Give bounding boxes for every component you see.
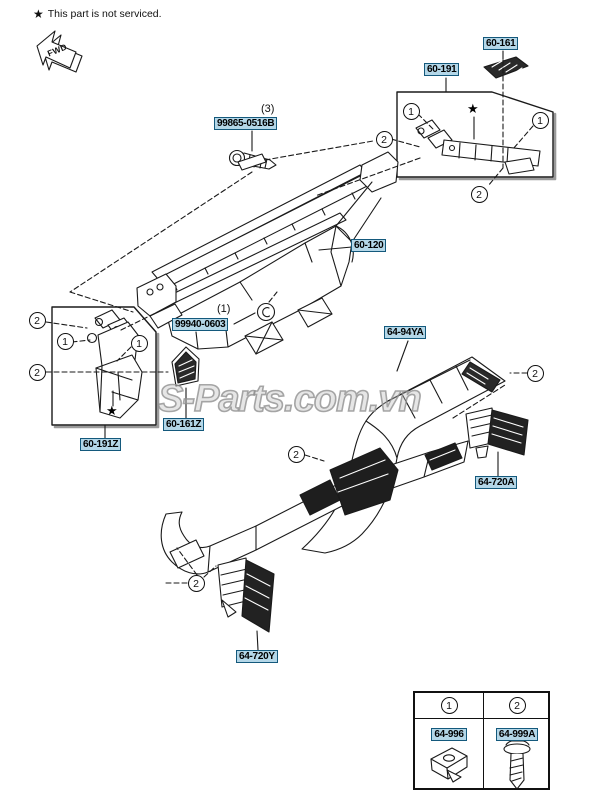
callout-1: 1: [130, 334, 148, 352]
callout-2: 2: [375, 130, 393, 148]
fwd-arrow-icon: [36, 30, 83, 73]
legend-screw-64-999a-drawing: [503, 739, 531, 790]
rear-duct-64-94ya-drawing: [301, 356, 506, 554]
vent-64-720y-drawing: [217, 557, 275, 633]
not-serviced-note: ★This part is not serviced.: [33, 7, 162, 21]
legend-code-1: 64-996: [415, 724, 483, 742]
callout-2: 2: [287, 445, 305, 463]
part-link-60-191[interactable]: 60-191: [424, 63, 460, 76]
callout-1: 1: [531, 111, 549, 129]
callout-2: 2: [187, 574, 205, 592]
legend-header-1: 1: [415, 693, 483, 714]
box-60-191: [396, 91, 557, 181]
box-60-191z: [51, 306, 160, 429]
callout-1: 1: [56, 332, 74, 350]
defroster-duct-drawing: [136, 151, 399, 355]
callout-2: 2: [526, 364, 544, 382]
not-serviced-star: ★: [467, 101, 479, 116]
vent-64-720a-drawing: [465, 407, 529, 459]
qty-1: (1): [217, 303, 231, 315]
grille-60-161-drawing: [483, 56, 529, 79]
legend-table: 1 2 64-996 64-999A: [413, 691, 550, 790]
rear-duct-lower-drawing: [160, 440, 469, 575]
part-link-60-161[interactable]: 60-161: [483, 37, 519, 50]
note-text: This part is not serviced.: [47, 8, 162, 20]
part-link-64-996[interactable]: 64-996: [431, 728, 467, 741]
part-link-64-720y[interactable]: 64-720Y: [236, 650, 278, 663]
part-link-99865-0516b[interactable]: 99865-0516B: [214, 117, 278, 130]
part-link-64-999a[interactable]: 64-999A: [495, 728, 539, 741]
callout-1: 1: [440, 697, 458, 714]
part-link-64-94ya[interactable]: 64-94YA: [384, 326, 427, 339]
part-link-60-120[interactable]: 60-120: [351, 239, 387, 252]
leader-lines: [104, 50, 504, 651]
not-serviced-star: ★: [106, 403, 118, 418]
star-icon: ★: [33, 7, 44, 21]
legend-code-2: 64-999A: [483, 724, 551, 742]
legend-clip-64-996-drawing: [430, 747, 468, 783]
part-link-99940-0603[interactable]: 99940-0603: [172, 318, 229, 331]
qty-3: (3): [261, 103, 275, 115]
callout-2: 2: [508, 697, 526, 714]
callout-2: 2: [28, 311, 46, 329]
grille-60-161z-drawing: [171, 346, 200, 387]
callout-1: 1: [402, 102, 420, 120]
clip-99940-drawing: [256, 302, 276, 322]
callout-2: 2: [28, 363, 46, 381]
part-link-64-720a[interactable]: 64-720A: [475, 476, 518, 489]
dashed-lines: [45, 59, 534, 584]
callout-2: 2: [470, 185, 488, 203]
part-link-60-161z[interactable]: 60-161Z: [163, 418, 205, 431]
legend-header-row: [415, 693, 548, 719]
legend-header-2: 2: [483, 693, 551, 714]
part-link-60-191z[interactable]: 60-191Z: [80, 438, 122, 451]
legend-column-divider: [483, 693, 484, 788]
